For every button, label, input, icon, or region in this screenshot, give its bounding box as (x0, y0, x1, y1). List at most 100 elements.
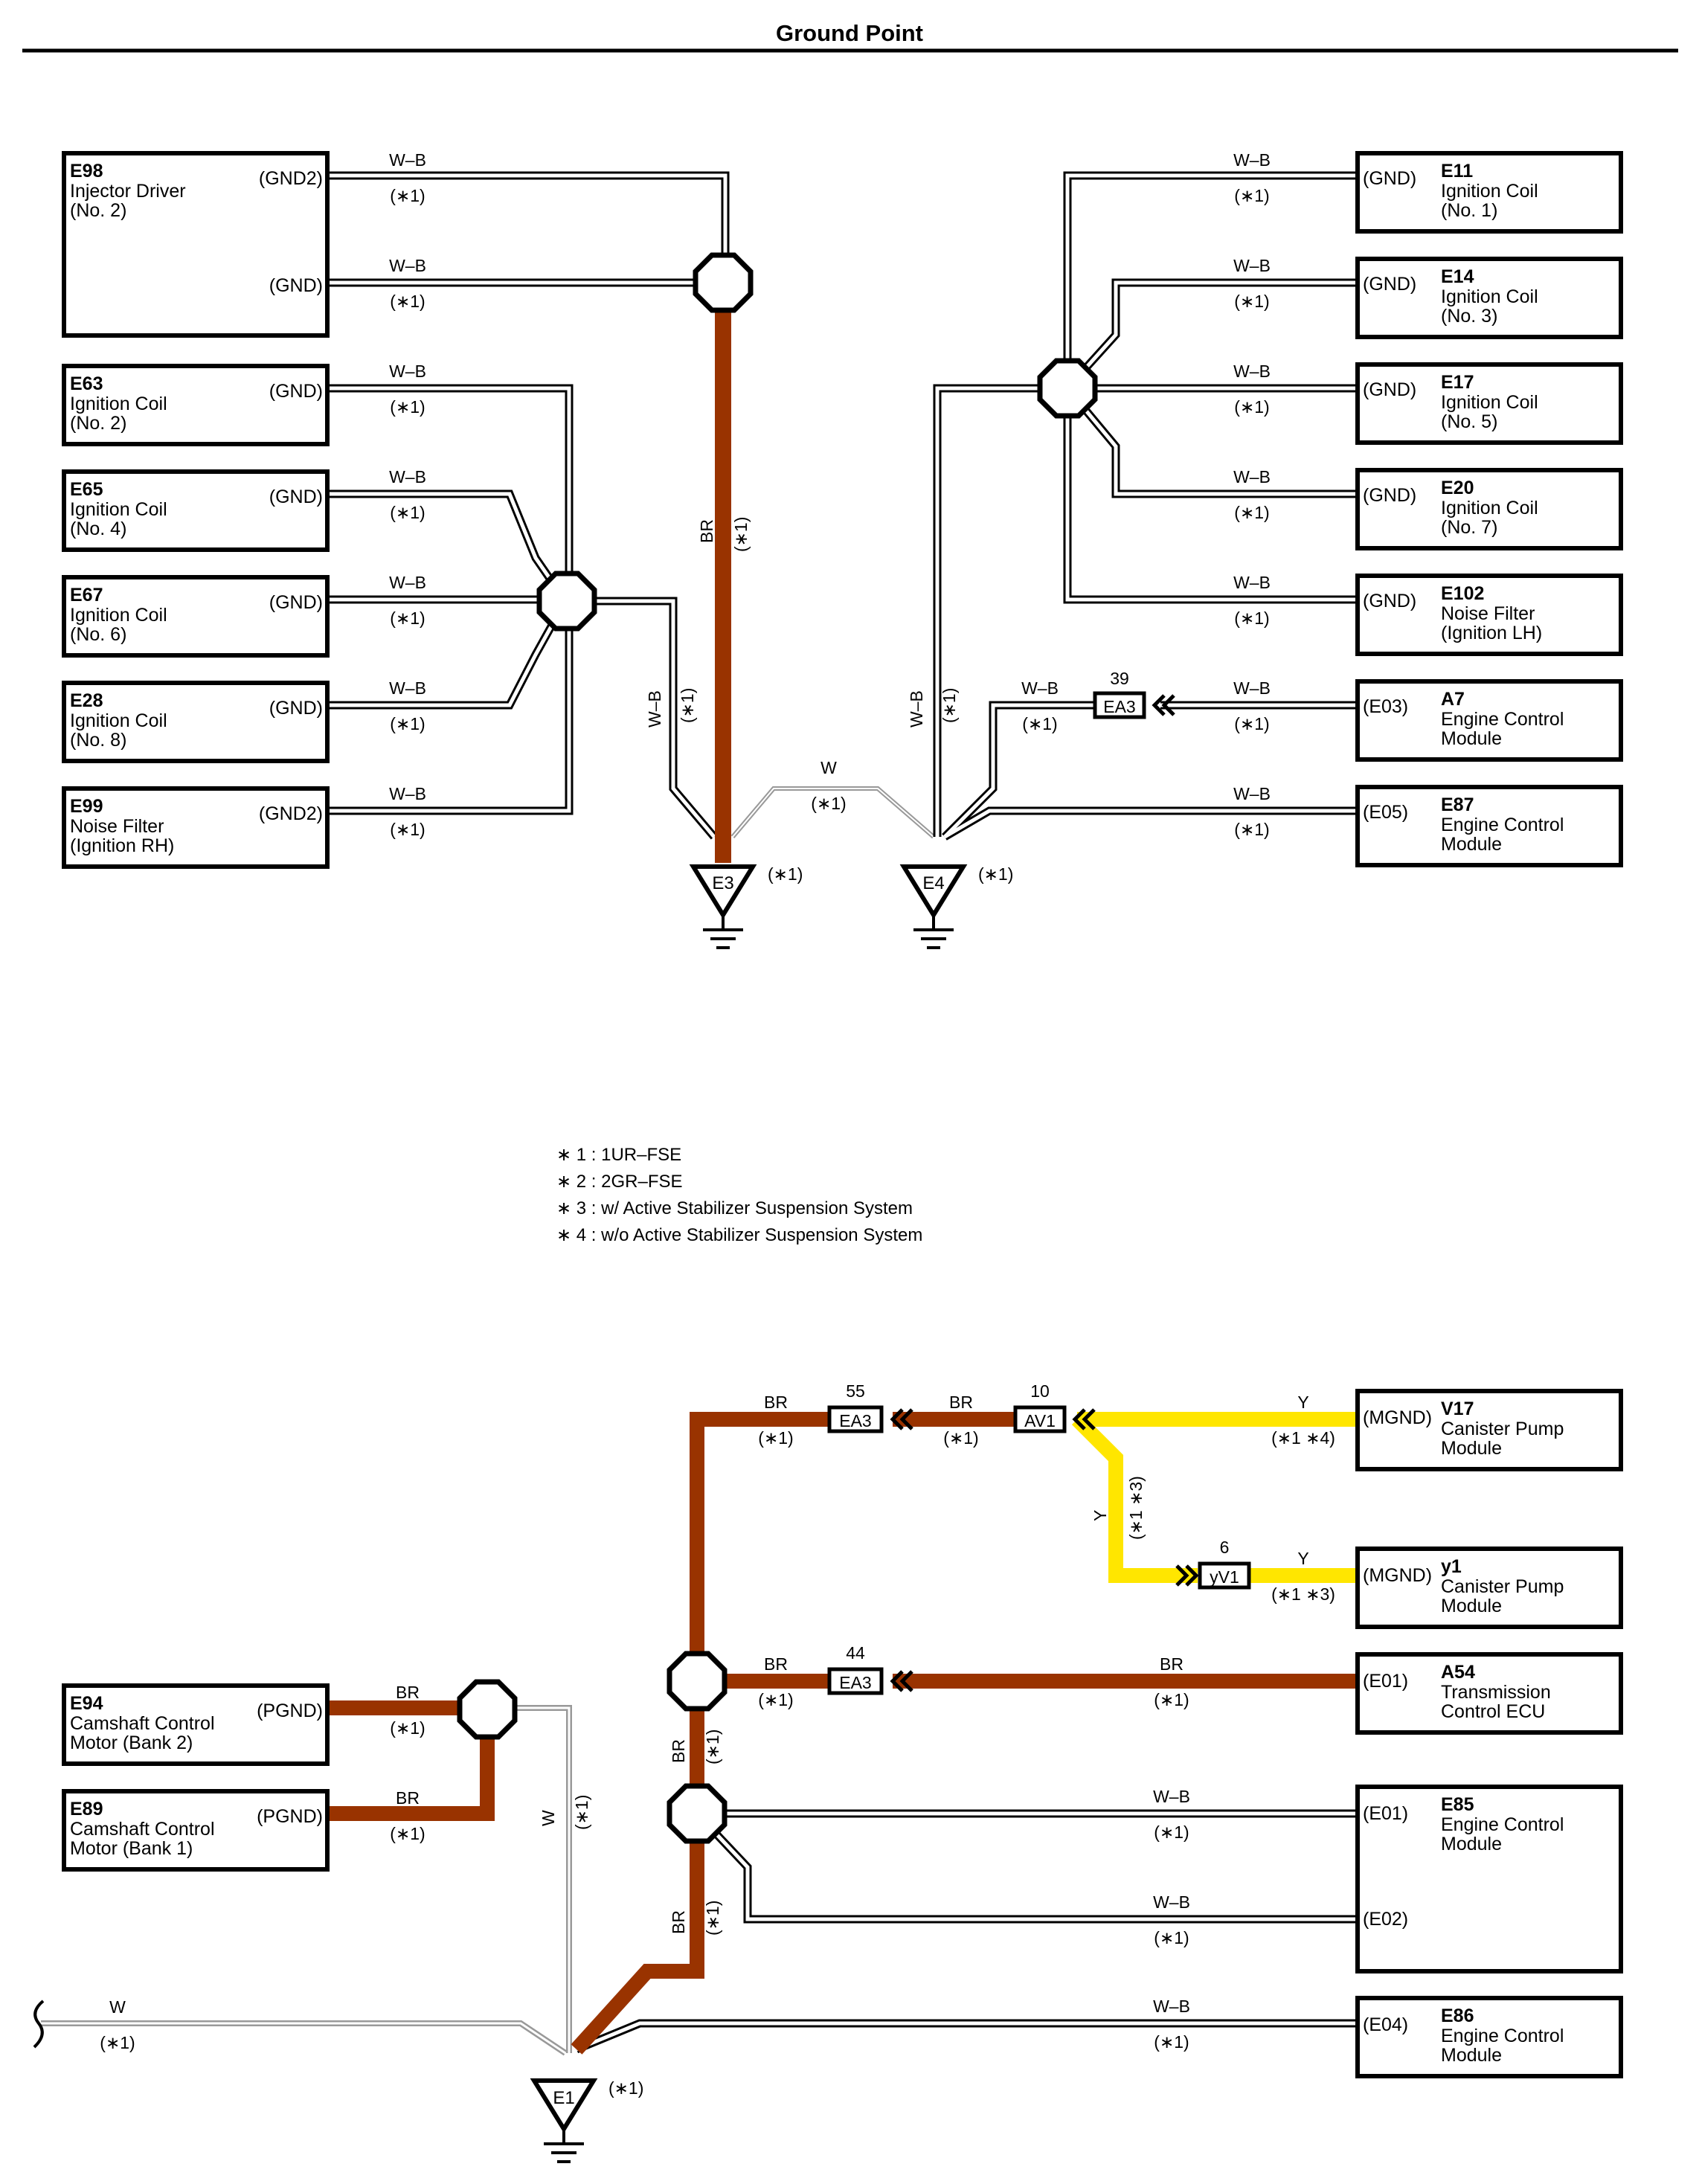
pin-label: (GND) (1363, 379, 1416, 400)
component-e102: (GND) E102 Noise Filter (Ignition LH) (1355, 574, 1623, 656)
wire-note: (∗1) (811, 794, 846, 813)
footnote: ∗ 3 : w/ Active Stabilizer Suspension Sy… (556, 1198, 913, 1218)
connector-name: EA3 (839, 1673, 871, 1692)
wire-color-label: BR (764, 1393, 788, 1412)
component-id: E14 (1441, 266, 1474, 287)
wire-color-label: W–B (1233, 573, 1271, 592)
connector-arrow-icon (1185, 1564, 1199, 1587)
ground-note: (∗1) (978, 864, 1013, 884)
component-label: Module (1441, 728, 1502, 749)
component-label: Engine Control (1441, 815, 1564, 835)
bottom-wb-wires (574, 1809, 1358, 2054)
component-id: E63 (70, 373, 103, 394)
pin-label: (GND) (1363, 485, 1416, 506)
component-e28: E28 Ignition Coil (No. 8) (GND) (62, 681, 330, 763)
wire-note: (∗1) (1022, 714, 1057, 733)
component-label: Module (1441, 1596, 1502, 1616)
connector-name: EA3 (839, 1411, 871, 1430)
component-e98: E98 Injector Driver (No. 2) (GND2) (GND) (62, 151, 330, 338)
wire-color-label: W–B (1233, 784, 1271, 803)
component-id: E87 (1441, 794, 1474, 815)
footnote: ∗ 2 : 2GR–FSE (556, 1172, 683, 1192)
pin-label: (MGND) (1363, 1565, 1432, 1586)
component-a7: (E03) A7 Engine Control Module (1355, 679, 1623, 762)
connector-name: EA3 (1103, 697, 1135, 716)
component-label: Motor (Bank 2) (70, 1732, 193, 1753)
wire-color-label: BR (697, 519, 716, 543)
pin-label: (GND2) (259, 803, 323, 824)
component-e11: (GND) E11 Ignition Coil (No. 1) (1355, 151, 1623, 234)
component-label: Engine Control (1441, 2026, 1564, 2046)
component-label: Transmission (1441, 1682, 1551, 1703)
connector-pin: 44 (846, 1643, 865, 1663)
wire-note: (∗1) (1234, 714, 1269, 733)
component-e85: (E01) (E02) E85 Engine Control Module (1355, 1785, 1623, 1973)
y-wires (1071, 1412, 1358, 1583)
ground-e4: E4 (∗1) (899, 864, 1013, 949)
wire-note: (∗1) (940, 688, 959, 723)
pin-label: (E01) (1363, 1671, 1408, 1692)
wire-note: (∗1) (390, 397, 425, 417)
wire-note: (∗1) (1234, 397, 1269, 417)
top-left-wires (327, 171, 730, 840)
component-label: Module (1441, 1438, 1502, 1459)
wire-color-label: W–B (1233, 256, 1271, 275)
component-a54: (E01) A54 Transmission Control ECU (1355, 1652, 1623, 1735)
component-id: E89 (70, 1799, 103, 1820)
junction-top-right (1037, 358, 1098, 419)
component-id: E85 (1441, 1794, 1474, 1815)
wire-color-label: BR (396, 1683, 420, 1702)
wire-color-label: BR (764, 1654, 788, 1674)
footnotes: ∗ 1 : 1UR–FSE ∗ 2 : 2GR–FSE ∗ 3 : w/ Act… (556, 1145, 922, 1245)
wire-note: (∗1) (100, 2033, 135, 2052)
wire-color-label: BR (669, 1739, 688, 1763)
component-id: A7 (1441, 689, 1465, 710)
component-label: Motor (Bank 1) (70, 1838, 193, 1859)
junction-bottom-left (457, 1679, 518, 1740)
wire-color-label: W–B (389, 362, 426, 381)
wire-color-label: W–B (389, 784, 426, 803)
component-id: E17 (1441, 372, 1474, 393)
component-label: Ignition Coil (70, 710, 167, 731)
component-label: (No. 1) (1441, 200, 1497, 221)
component-e86: (E04) E86 Engine Control Module (1355, 1996, 1623, 2078)
wire-note: (∗1) (390, 820, 425, 839)
junction-bottom-br (667, 1651, 728, 1712)
junction-bottom-wb (667, 1783, 728, 1844)
connector-arrow-icon (1072, 1408, 1086, 1430)
wire-color-label: Y (1091, 1510, 1110, 1521)
component-label: Ignition Coil (1441, 286, 1538, 307)
wire-color-label: BR (949, 1393, 973, 1412)
junction-top-left (536, 571, 597, 632)
component-e20: (GND) E20 Ignition Coil (No. 7) (1355, 468, 1623, 550)
ground-label: E1 (553, 2088, 574, 2108)
footnote: ∗ 4 : w/o Active Stabilizer Suspension S… (556, 1225, 922, 1245)
wire-note: (∗1) (1234, 503, 1269, 522)
connector-name: AV1 (1024, 1411, 1056, 1430)
top-wire-labels: W–B (∗1) W–B (∗1) W–B (∗1) W–B (∗1) W–B … (389, 150, 1271, 839)
wire-color-label: BR (669, 1910, 688, 1934)
pin-label: (GND) (1363, 168, 1416, 189)
wire-color-label: BR (396, 1788, 420, 1808)
component-id: E102 (1441, 583, 1484, 604)
footnote: ∗ 1 : 1UR–FSE (556, 1145, 681, 1165)
component-label: Ignition Coil (1441, 181, 1538, 202)
component-label: Ignition Coil (1441, 498, 1538, 518)
wire-note: (∗1 ∗3) (1271, 1584, 1335, 1604)
ground-note: (∗1) (608, 2078, 643, 2098)
component-label: Ignition Coil (70, 394, 167, 414)
wire-color-label: W–B (1233, 678, 1271, 698)
pin-label: (GND) (1363, 591, 1416, 611)
wire-note: (∗1) (731, 517, 751, 552)
connector-pin: 55 (846, 1381, 865, 1401)
wire-note: (∗1) (390, 1718, 425, 1738)
component-e87: (E05) E87 Engine Control Module (1355, 785, 1623, 867)
connector-ea3-55: EA3 55 (827, 1381, 913, 1433)
component-y1: (MGND) y1 Canister Pump Module (1355, 1547, 1623, 1629)
wire-note: (∗1) (390, 503, 425, 522)
pin-label: (E05) (1363, 802, 1408, 823)
wire-color-label: W–B (1153, 1892, 1190, 1912)
wire-note: (∗1) (678, 688, 697, 723)
component-label: (Ignition RH) (70, 835, 174, 856)
